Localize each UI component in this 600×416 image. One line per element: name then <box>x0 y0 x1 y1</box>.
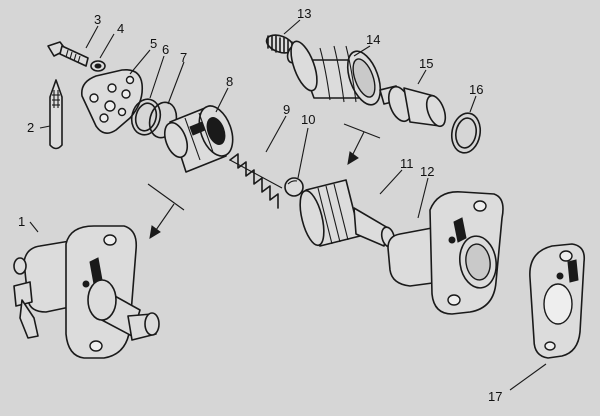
part-5-cover-plate <box>80 68 144 134</box>
callout-4: 4 <box>117 21 124 36</box>
callout-14: 14 <box>366 32 380 47</box>
leader-lines <box>29 19 547 391</box>
direction-marker-right <box>343 123 381 165</box>
callout-7: 7 <box>180 50 187 65</box>
part-9-spring <box>229 153 283 209</box>
part-15-end-plug <box>379 85 447 128</box>
part-2-pin <box>49 79 63 150</box>
direction-marker-left <box>147 183 185 239</box>
callout-labels: 1 2 3 4 5 6 7 8 9 10 11 12 13 14 15 16 1… <box>18 6 502 404</box>
callout-2: 2 <box>27 120 34 135</box>
part-3-bolt <box>47 41 89 67</box>
part-12-housing <box>387 191 504 315</box>
callout-13: 13 <box>297 6 311 21</box>
callout-6: 6 <box>162 42 169 57</box>
callout-10: 10 <box>301 112 315 127</box>
part-11-plunger <box>299 179 396 248</box>
callout-12: 12 <box>420 164 434 179</box>
callout-3: 3 <box>94 12 101 27</box>
callout-15: 15 <box>419 56 433 71</box>
part-14-sleeve <box>290 40 382 106</box>
part-16-o-ring <box>450 112 482 154</box>
callout-17: 17 <box>488 389 502 404</box>
part-6-o-ring <box>130 98 162 136</box>
callout-11: 11 <box>400 156 414 171</box>
part-1-pump-assembly <box>13 225 160 359</box>
callout-1: 1 <box>18 214 25 229</box>
callout-9: 9 <box>283 102 290 117</box>
part-10-ball <box>284 177 304 197</box>
part-8-valve-body <box>163 105 234 173</box>
part-17-gasket <box>529 243 586 359</box>
callout-16: 16 <box>469 82 483 97</box>
callout-5: 5 <box>150 36 157 51</box>
callout-8: 8 <box>226 74 233 89</box>
part-4-washer <box>90 60 106 72</box>
